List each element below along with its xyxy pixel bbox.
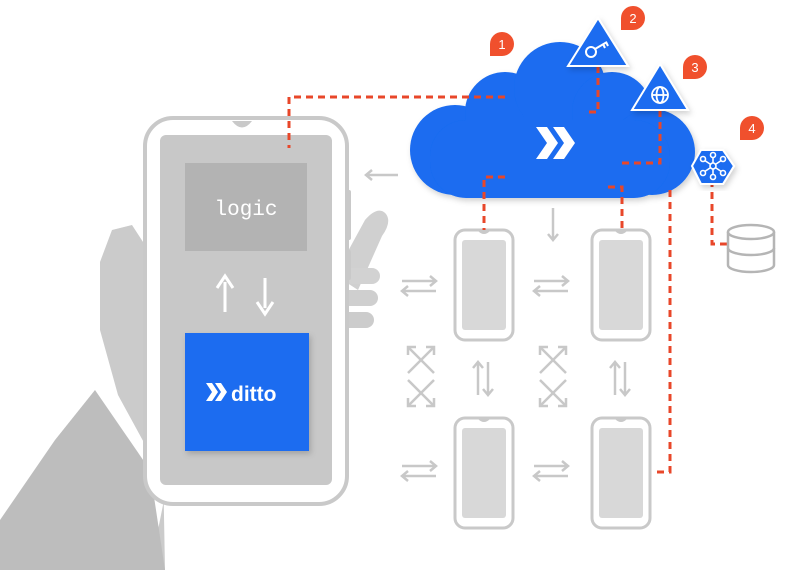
connector-cloud-to-main-phone [287,95,505,148]
arrows-icon-h2 [532,275,570,297]
ditto-chevrons-icon [206,383,227,401]
peer-device-top-right [590,228,652,342]
globe-icon [651,86,669,104]
key-service-icon [566,16,630,67]
callout-pins: 1 2 3 4 [490,6,764,140]
callout-2-number: 2 [629,11,636,26]
key-icon [585,41,609,58]
arrows-icon-x2 [538,345,568,408]
connector-hub-to-database [710,180,728,246]
logic-label: logic [214,199,277,222]
arrows-icon-v2 [609,360,631,397]
ditto-label: ditto [231,383,276,406]
cloud-icon [410,42,695,198]
callout-3-number: 3 [691,60,698,75]
network-hub-icon [699,151,727,181]
arrows-icon-h1 [400,275,438,297]
peer-device-bottom-left [453,416,515,530]
arrows-icon-h4 [532,460,570,482]
arrows-icon-h3 [400,460,438,482]
callout-1-number: 1 [498,37,505,52]
connector-key-to-cloud [588,66,600,114]
callout-4-number: 4 [748,121,755,136]
ditto-sdk-box [185,333,309,451]
callout-1: 1 [490,32,514,56]
connector-cloud-to-device-tl [482,175,505,230]
peer-device-bottom-right [590,416,652,530]
arrow-cloud-to-phone [364,169,398,181]
arrows-icon-x1 [406,345,436,408]
cloud-ditto-chevrons-icon [536,127,575,159]
arrows-icon-v1 [472,360,494,397]
callout-2: 2 [621,6,645,30]
connector-globe-to-cloud [622,110,662,165]
arrow-cloud-down [547,208,559,242]
connector-lines [287,66,728,474]
connector-cloud-to-device-br [652,190,672,474]
connector-cloud-to-device-tr [608,185,624,230]
callout-3: 3 [683,55,707,79]
database-icon [726,223,776,274]
sync-arrows-icon [215,273,275,317]
callout-4: 4 [740,116,764,140]
peer-device-top-left [453,228,515,342]
main-phone: logic ditto [143,116,351,506]
logic-box: logic [185,163,307,251]
mesh-sync-arrows [364,169,631,482]
